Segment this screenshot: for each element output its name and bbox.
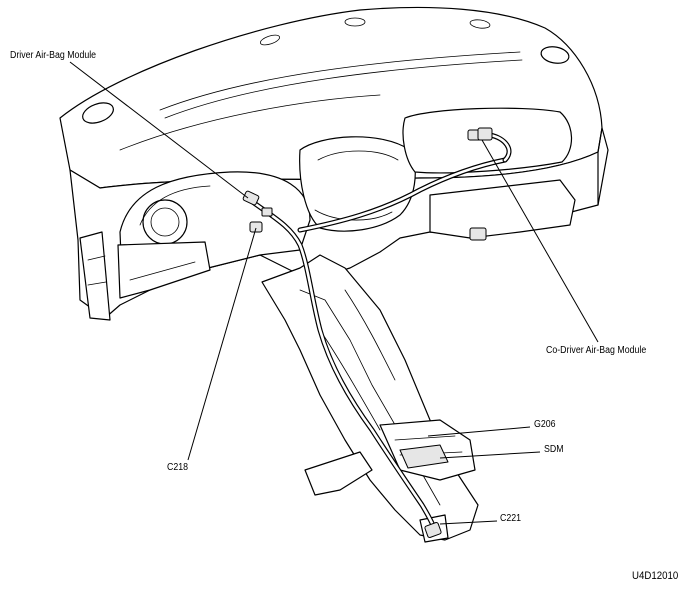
c221-label: C221 bbox=[500, 513, 522, 524]
co-driver-airbag-module-label: Co-Driver Air-Bag Module bbox=[546, 345, 647, 356]
driver-airbag-module-label: Driver Air-Bag Module bbox=[10, 50, 97, 61]
floor-tunnel bbox=[261, 254, 479, 543]
figure-code: U4D12010 bbox=[632, 570, 679, 582]
leader-lines bbox=[69, 61, 599, 525]
g206-label: G206 bbox=[534, 419, 556, 430]
c218-label: C218 bbox=[167, 462, 189, 473]
sdm-label: SDM bbox=[544, 444, 564, 455]
wiring-harness bbox=[242, 127, 512, 538]
